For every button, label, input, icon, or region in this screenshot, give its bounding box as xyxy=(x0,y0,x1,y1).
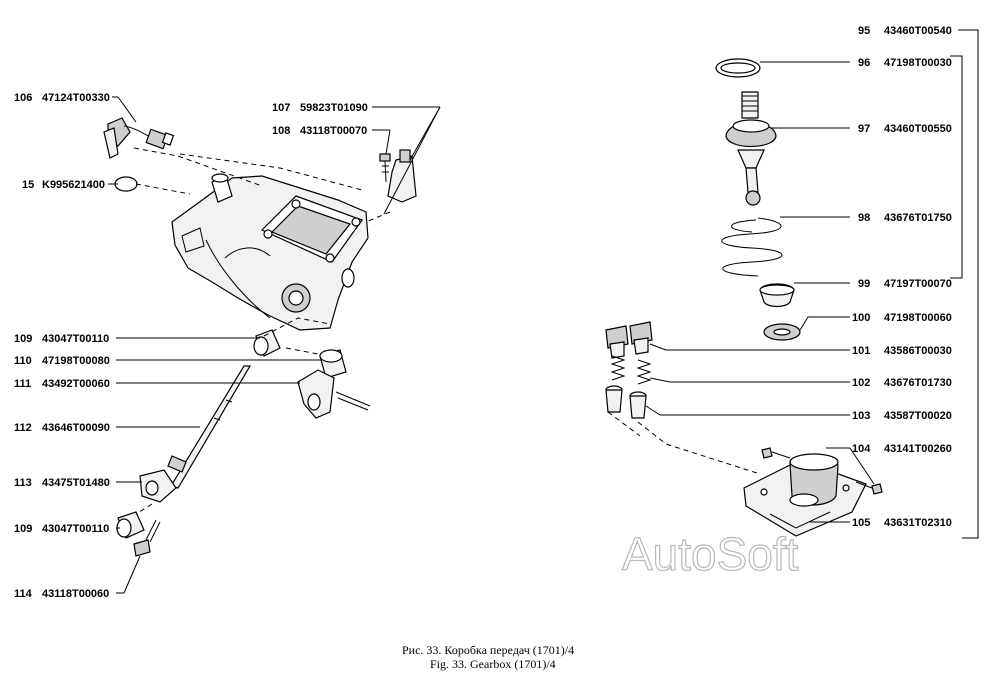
callout-num: 95 xyxy=(858,25,870,37)
callout-num: 113 xyxy=(14,477,32,489)
callout-num: 109 xyxy=(14,523,32,535)
callout-num: 96 xyxy=(858,57,870,69)
callout-code: 47198T00080 xyxy=(42,355,110,367)
callout-code: 43676T01750 xyxy=(884,212,952,224)
callout-code: 43631T02310 xyxy=(884,517,952,529)
spring-part-102 xyxy=(610,355,652,385)
caption-russian: Рис. 33. Коробка передач (1701)/4 xyxy=(402,643,574,657)
bolt-part-114 xyxy=(133,519,161,557)
plug-part-101 xyxy=(605,321,653,359)
callout-num: 102 xyxy=(852,377,870,389)
callout-code: 59823T01090 xyxy=(300,102,368,114)
callout-code: 43475T01480 xyxy=(42,477,110,489)
callout-code: 43047T00110 xyxy=(42,523,109,535)
circlip-part-96 xyxy=(715,58,761,78)
callout-num: 101 xyxy=(852,345,870,357)
group-bracket-95 xyxy=(950,55,963,279)
callout-num: 98 xyxy=(858,212,870,224)
callout-num: 100 xyxy=(852,312,870,324)
shift-shaft-part-112 xyxy=(167,365,252,489)
callout-code: 47198T00060 xyxy=(884,312,952,324)
right-assembly-guides xyxy=(607,411,761,475)
left-assembly-guides xyxy=(133,147,391,515)
callout-num: 109 xyxy=(14,333,32,345)
callout-num: 108 xyxy=(272,125,290,137)
o-ring-part-15 xyxy=(114,176,138,192)
sensor-part-106 xyxy=(103,117,175,159)
callout-code: 47197T00070 xyxy=(884,278,952,290)
gearbox-housing xyxy=(171,173,369,331)
callout-num: 111 xyxy=(14,378,31,390)
bushing-part-109-upper xyxy=(253,329,281,357)
callout-code: K995621400 xyxy=(42,179,105,191)
callout-code: 43587T00020 xyxy=(884,410,952,422)
callout-num: 97 xyxy=(858,123,870,135)
callout-code: 43141T00260 xyxy=(884,443,952,455)
callout-num: 103 xyxy=(852,410,870,422)
callout-code: 43492T00060 xyxy=(42,378,110,390)
spring-part-98 xyxy=(721,217,783,277)
coupling-part-113 xyxy=(139,469,177,503)
callout-code: 43646T00090 xyxy=(42,422,110,434)
caption-english: Fig. 33. Gearbox (1701)/4 xyxy=(430,657,556,671)
callout-num: 15 xyxy=(22,179,34,191)
callout-num: 112 xyxy=(14,422,32,434)
clamp-part-110 xyxy=(319,349,347,379)
callout-num: 105 xyxy=(852,517,870,529)
callout-num: 106 xyxy=(14,92,32,104)
gear-lever-part-97 xyxy=(725,91,777,206)
plunger-part-103 xyxy=(605,385,647,419)
bolt-part-108 xyxy=(379,153,391,183)
callout-num: 114 xyxy=(14,588,33,600)
callout-code: 43460T00540 xyxy=(884,25,952,37)
callout-code: 43586T00030 xyxy=(884,345,952,357)
callout-code: 43676T01730 xyxy=(884,377,952,389)
callout-num: 104 xyxy=(852,443,871,455)
leader-lines xyxy=(108,61,875,594)
callout-code: 43047T00110 xyxy=(42,333,109,345)
group-bracket-outer xyxy=(958,29,979,539)
watermark: AutoSoft xyxy=(622,528,799,580)
callout-num: 110 xyxy=(14,355,32,367)
callout-code: 47124T00330 xyxy=(42,92,110,104)
callout-code: 43118T00060 xyxy=(42,588,109,600)
housing-part-105 xyxy=(743,453,867,537)
callout-num: 99 xyxy=(858,278,870,290)
washer-part-100 xyxy=(763,323,801,341)
seat-part-99 xyxy=(759,283,795,308)
callout-code: 47198T00030 xyxy=(884,57,952,69)
bushing-part-109-lower xyxy=(116,511,145,539)
callout-code: 43460T00550 xyxy=(884,123,952,135)
callout-num: 107 xyxy=(272,102,290,114)
callout-code: 43118T00070 xyxy=(300,125,367,137)
callout-labels: 106 47124T00330 15 K995621400 107 59823T… xyxy=(14,25,952,600)
shift-fork-part-111 xyxy=(297,369,371,419)
bolt-part-104 xyxy=(761,447,883,495)
